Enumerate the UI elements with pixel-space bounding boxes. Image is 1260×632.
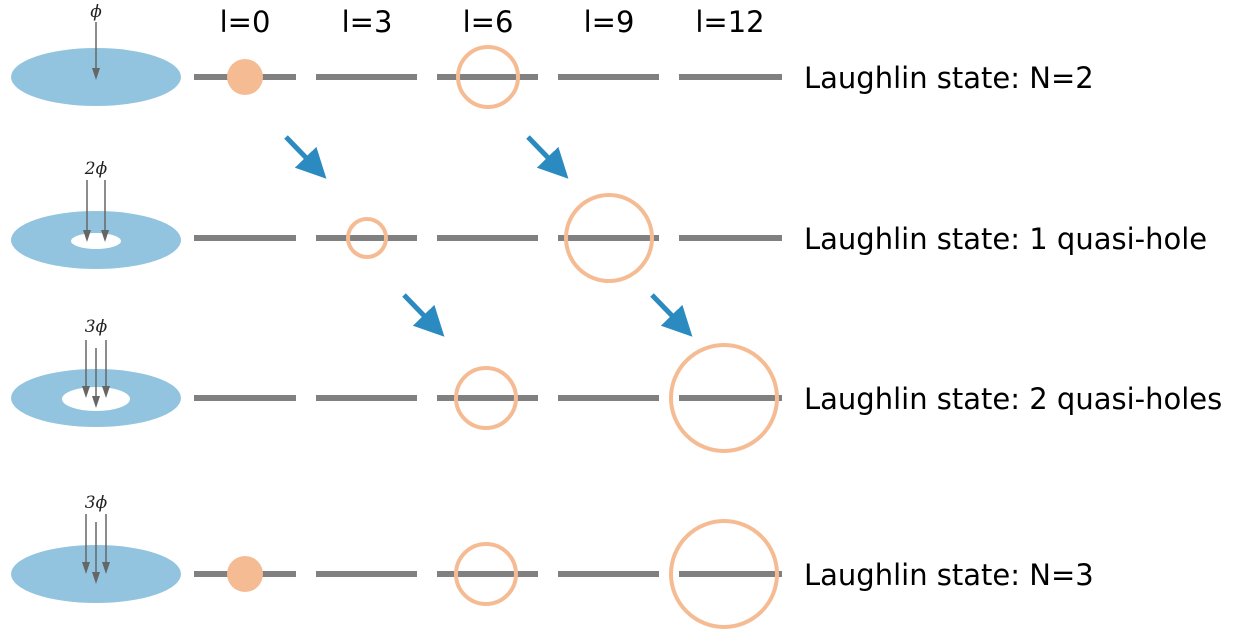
- row-label: Laughlin state: 1 quasi-hole: [804, 222, 1207, 256]
- column-label: l=12: [695, 5, 764, 39]
- particle-ring: [346, 217, 388, 259]
- row-label: Laughlin state: 2 quasi-holes: [804, 382, 1222, 416]
- column-label: l=6: [463, 5, 514, 39]
- filled-particle: [227, 59, 263, 95]
- column-label: l=3: [342, 5, 393, 39]
- column-labels: l=0 l=3 l=6 l=9 l=12: [220, 5, 765, 39]
- transition-arrows: [284, 135, 693, 337]
- flux-label: 3ϕ: [85, 493, 108, 513]
- row-n3: 3ϕ Laughlin state: N=3: [11, 493, 1094, 629]
- row-n2: ϕ Laughlin state: N=2: [11, 2, 1094, 109]
- transition-arrow: [284, 135, 327, 179]
- row-1-quasi-hole: 2ϕ Laughlin state: 1 quasi-hole: [11, 159, 1207, 283]
- particle-ring: [454, 366, 518, 430]
- flux-label: 2ϕ: [84, 159, 108, 179]
- transition-arrow: [402, 293, 445, 337]
- row-2-quasi-holes: 3ϕ Laughlin state: 2 quasi-holes: [11, 317, 1222, 453]
- flux-arrows: [83, 180, 109, 242]
- disk-hole: [71, 233, 121, 249]
- flux-arrows: [82, 340, 110, 408]
- flux-arrows: [92, 22, 100, 80]
- filled-particle: [227, 556, 263, 592]
- row-label: Laughlin state: N=2: [804, 61, 1094, 95]
- particle-ring: [669, 343, 779, 453]
- particle-ring: [456, 45, 520, 109]
- particle-ring: [454, 542, 518, 606]
- particle-ring: [669, 519, 779, 629]
- column-label: l=0: [220, 5, 271, 39]
- flux-arrows: [82, 514, 110, 584]
- flux-label: ϕ: [90, 2, 102, 22]
- row-label: Laughlin state: N=3: [804, 558, 1094, 592]
- transition-arrow: [650, 293, 693, 337]
- column-label: l=9: [584, 5, 635, 39]
- transition-arrow: [526, 135, 569, 179]
- flux-label: 3ϕ: [85, 317, 108, 337]
- particle-ring: [564, 193, 654, 283]
